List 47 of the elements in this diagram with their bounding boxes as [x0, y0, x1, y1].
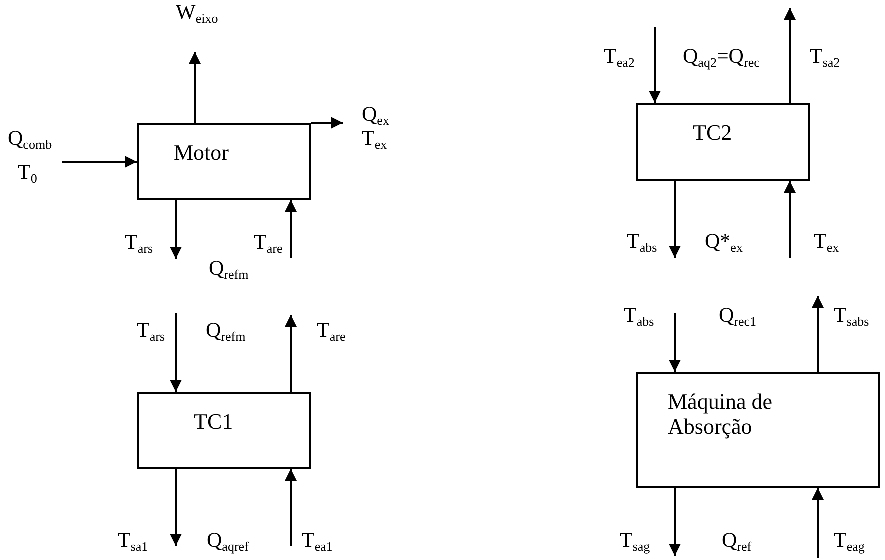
arrow: [669, 488, 681, 556]
arrow: [812, 296, 824, 372]
variable-label: T$_{sabs}$: [834, 305, 870, 326]
arrow: [189, 52, 201, 123]
variable-label: T$_{ars}$: [137, 320, 166, 341]
process-box: [636, 103, 810, 181]
variable-label: T$_{ex}$: [814, 231, 840, 252]
arrow: [812, 488, 824, 558]
box-label: Motor: [174, 140, 229, 166]
arrow: [62, 156, 137, 168]
variable-label: T$_{0}$: [18, 162, 38, 183]
variable-label: W$_{eixo}$: [176, 2, 218, 23]
variable-label: Q$_{rec1}$: [719, 305, 757, 326]
variable-label: T$_{ea1}$: [302, 530, 333, 551]
arrow: [170, 313, 182, 392]
box-label: TC1: [194, 409, 234, 434]
arrow: [285, 469, 297, 546]
arrow: [784, 8, 796, 103]
variable-label: T$_{ea2}$: [604, 46, 635, 67]
variable-label: T$_{are}$: [317, 320, 346, 341]
process-box: [636, 372, 880, 488]
arrow: [285, 315, 297, 392]
process-box: [137, 123, 311, 200]
arrow: [285, 200, 297, 258]
box-label: TC2: [693, 120, 732, 146]
variable-label: T$_{sa2}$: [810, 46, 840, 67]
arrow: [311, 117, 343, 129]
variable-label: Q$_{refm}$: [209, 258, 249, 279]
arrow: [669, 181, 681, 258]
variable-label: T$_{are}$: [254, 232, 283, 253]
arrow: [669, 313, 681, 372]
arrow: [649, 27, 661, 103]
variable-label: T$_{ex}$: [362, 128, 388, 149]
arrow: [170, 200, 182, 259]
variable-label: T$_{abs}$: [624, 305, 654, 326]
variable-label: T$_{ars}$: [125, 232, 154, 253]
arrow: [784, 181, 796, 258]
variable-label: Q$_{ex}$: [362, 104, 390, 125]
variable-label: T$_{abs}$: [627, 231, 658, 252]
arrow: [170, 469, 182, 546]
process-box: [137, 392, 311, 469]
variable-label: Q$_{refm}$: [206, 320, 246, 341]
variable-label: Q$_{comb}$: [8, 128, 52, 149]
box-label: Máquina de Absorção: [668, 389, 774, 440]
variable-label: Q*$_{ex}$: [705, 231, 743, 252]
variable-label: Q$_{ref}$: [722, 530, 752, 551]
variable-label: T$_{sa1}$: [118, 530, 148, 551]
